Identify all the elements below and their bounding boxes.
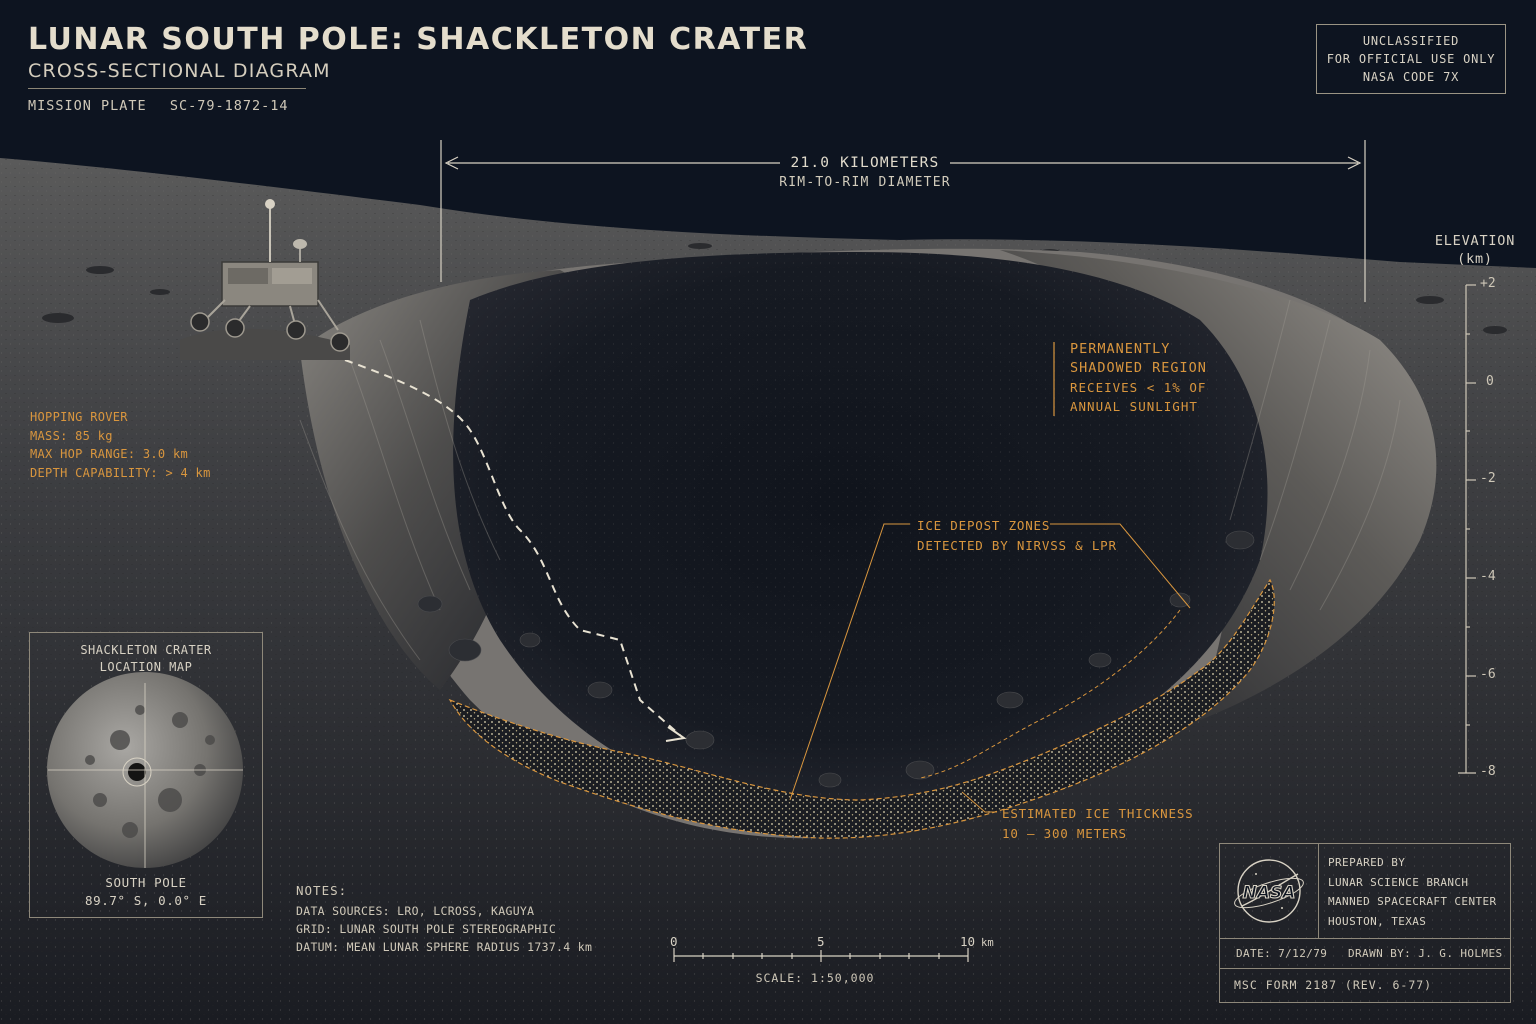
title-block-date-row: DATE: 7/12/79 DRAWN BY: J. G. HOLMES	[1220, 938, 1510, 969]
floor-boulders	[417, 530, 1255, 788]
notes-heading: NOTES:	[296, 883, 348, 898]
title-block: NASA PREPARED BY LUNAR SCIENCE BRANCH MA…	[1219, 843, 1511, 1003]
map-title-line-1: SHACKLETON CRATER	[80, 643, 212, 657]
ice-zones-label: ICE DEPOST ZONES DETECTED BY NIRVSS & LP…	[917, 516, 1117, 556]
prepared-by-label: PREPARED BY	[1328, 856, 1406, 869]
mission-plate: MISSION PLATE SC-79-1872-14	[28, 98, 288, 114]
elevation-axis-title: ELEVATION (km)	[1420, 232, 1530, 268]
rover-spec-range: MAX HOP RANGE: 3.0 km	[30, 447, 189, 461]
rover-spec-mass: MASS: 85 kg	[30, 428, 113, 443]
prepared-org-2: MANNED SPACECRAFT CENTER	[1328, 895, 1497, 908]
classification-line-1: UNCLASSIFIED	[1362, 34, 1460, 48]
scale-label-0: 0	[670, 934, 678, 949]
rover-spec-depth: DEPTH CAPABILITY: > 4 km	[30, 465, 211, 480]
drawing-date: DATE: 7/12/79	[1236, 947, 1328, 960]
scale-label-5: 5	[817, 934, 825, 949]
form-number: MSC FORM 2187 (REV. 6-77)	[1234, 978, 1433, 992]
prepared-org-3: HOUSTON, TEXAS	[1328, 914, 1427, 928]
nasa-logo-text: NASA	[1243, 883, 1296, 903]
map-title-line-2: LOCATION MAP	[99, 660, 193, 674]
elevation-title-line-2: (km)	[1457, 251, 1493, 267]
page-subtitle: CROSS-SECTIONAL DIAGRAM	[28, 60, 330, 89]
rover-spec-name: HOPPING ROVER	[30, 410, 128, 424]
classification-line-2: FOR OFFICIAL USE ONLY	[1326, 52, 1496, 66]
nasa-meatball-icon: NASA	[1234, 859, 1304, 923]
ice-leaders	[789, 523, 1191, 813]
psr-line-4: ANNUAL SUNLIGHT	[1070, 399, 1198, 414]
shadowed-region-label: PERMANENTLY SHADOWED REGION RECEIVES < 1…	[1070, 340, 1207, 416]
psr-line-3: RECEIVES < 1% OF	[1070, 380, 1207, 395]
map-caption-line-2: 89.7° S, 0.0° E	[85, 893, 207, 908]
elevation-tick-label: -2	[1480, 471, 1496, 486]
map-caption-line-1: SOUTH POLE	[105, 875, 187, 890]
scale-label-10: 10	[960, 934, 976, 949]
ice-thickness-label: ESTIMATED ICE THICKNESS 10 – 300 METERS	[1002, 804, 1194, 844]
drawn-by: DRAWN BY: J. G. HOLMES	[1348, 947, 1503, 960]
mission-plate-label: MISSION PLATE	[28, 98, 147, 114]
notes-line-2: GRID: LUNAR SOUTH POLE STEREOGRAPHIC	[296, 922, 557, 936]
diameter-label: 21.0 KILOMETERS RIM-TO-RIM DIAMETER	[700, 155, 1030, 190]
title-block-top-row: NASA PREPARED BY LUNAR SCIENCE BRANCH MA…	[1220, 844, 1510, 939]
rover-path	[344, 359, 681, 736]
ice-thickness-line-1: ESTIMATED ICE THICKNESS	[1002, 806, 1194, 821]
ice-zones-line-2: DETECTED BY NIRVSS & LPR	[917, 538, 1117, 553]
notes-line-1: DATA SOURCES: LRO, LCROSS, KAGUYA	[296, 904, 535, 918]
mission-plate-number: SC-79-1872-14	[169, 98, 289, 114]
elevation-title-line-1: ELEVATION	[1434, 233, 1516, 249]
rover-specs: HOPPING ROVER MASS: 85 kg MAX HOP RANGE:…	[30, 408, 211, 482]
diameter-value: 21.0 KILOMETERS	[790, 155, 940, 171]
diameter-dimension	[440, 140, 1366, 302]
notes-block: NOTES: DATA SOURCES: LRO, LCROSS, KAGUYA…	[296, 882, 592, 956]
location-map-frame	[29, 632, 263, 918]
location-map-title: SHACKLETON CRATER LOCATION MAP	[30, 642, 262, 676]
classification-box: UNCLASSIFIED FOR OFFICIAL USE ONLY NASA …	[1316, 24, 1506, 94]
psr-line-2: SHADOWED REGION	[1070, 360, 1207, 376]
elevation-tick-label: 0	[1486, 374, 1494, 389]
nasa-logo: NASA	[1220, 844, 1319, 938]
page-title: LUNAR SOUTH POLE: SHACKLETON CRATER	[28, 22, 809, 57]
elevation-tick-label: -6	[1480, 667, 1496, 682]
scale-text: SCALE: 1:50,000	[755, 971, 875, 985]
elevation-tick-label: -4	[1480, 569, 1496, 584]
wall-streaks	[299, 299, 1401, 661]
elevation-tick-label: -8	[1480, 764, 1496, 779]
elevation-tick-label: +2	[1480, 276, 1496, 291]
classification-line-3: NASA CODE 7X	[1362, 70, 1460, 84]
scale-bar	[673, 948, 969, 962]
ice-thickness-line-2: 10 – 300 METERS	[1002, 826, 1127, 841]
scale-unit: km	[981, 937, 994, 949]
location-map-caption: SOUTH POLE 89.7° S, 0.0° E	[30, 874, 262, 910]
ice-zones-line-1: ICE DEPOST ZONES	[917, 518, 1051, 533]
diameter-caption: RIM-TO-RIM DIAMETER	[779, 175, 951, 190]
rover-illustration	[180, 199, 350, 360]
ice-deposit-zone	[448, 578, 1275, 839]
prepared-by-block: PREPARED BY LUNAR SCIENCE BRANCH MANNED …	[1328, 853, 1497, 931]
notes-line-3: DATUM: MEAN LUNAR SPHERE RADIUS 1737.4 k…	[296, 940, 593, 954]
psr-line-1: PERMANENTLY	[1070, 341, 1171, 357]
elevation-axis	[1458, 284, 1476, 774]
location-map-crosshair	[48, 683, 243, 868]
prepared-org-1: LUNAR SCIENCE BRANCH	[1328, 875, 1469, 889]
